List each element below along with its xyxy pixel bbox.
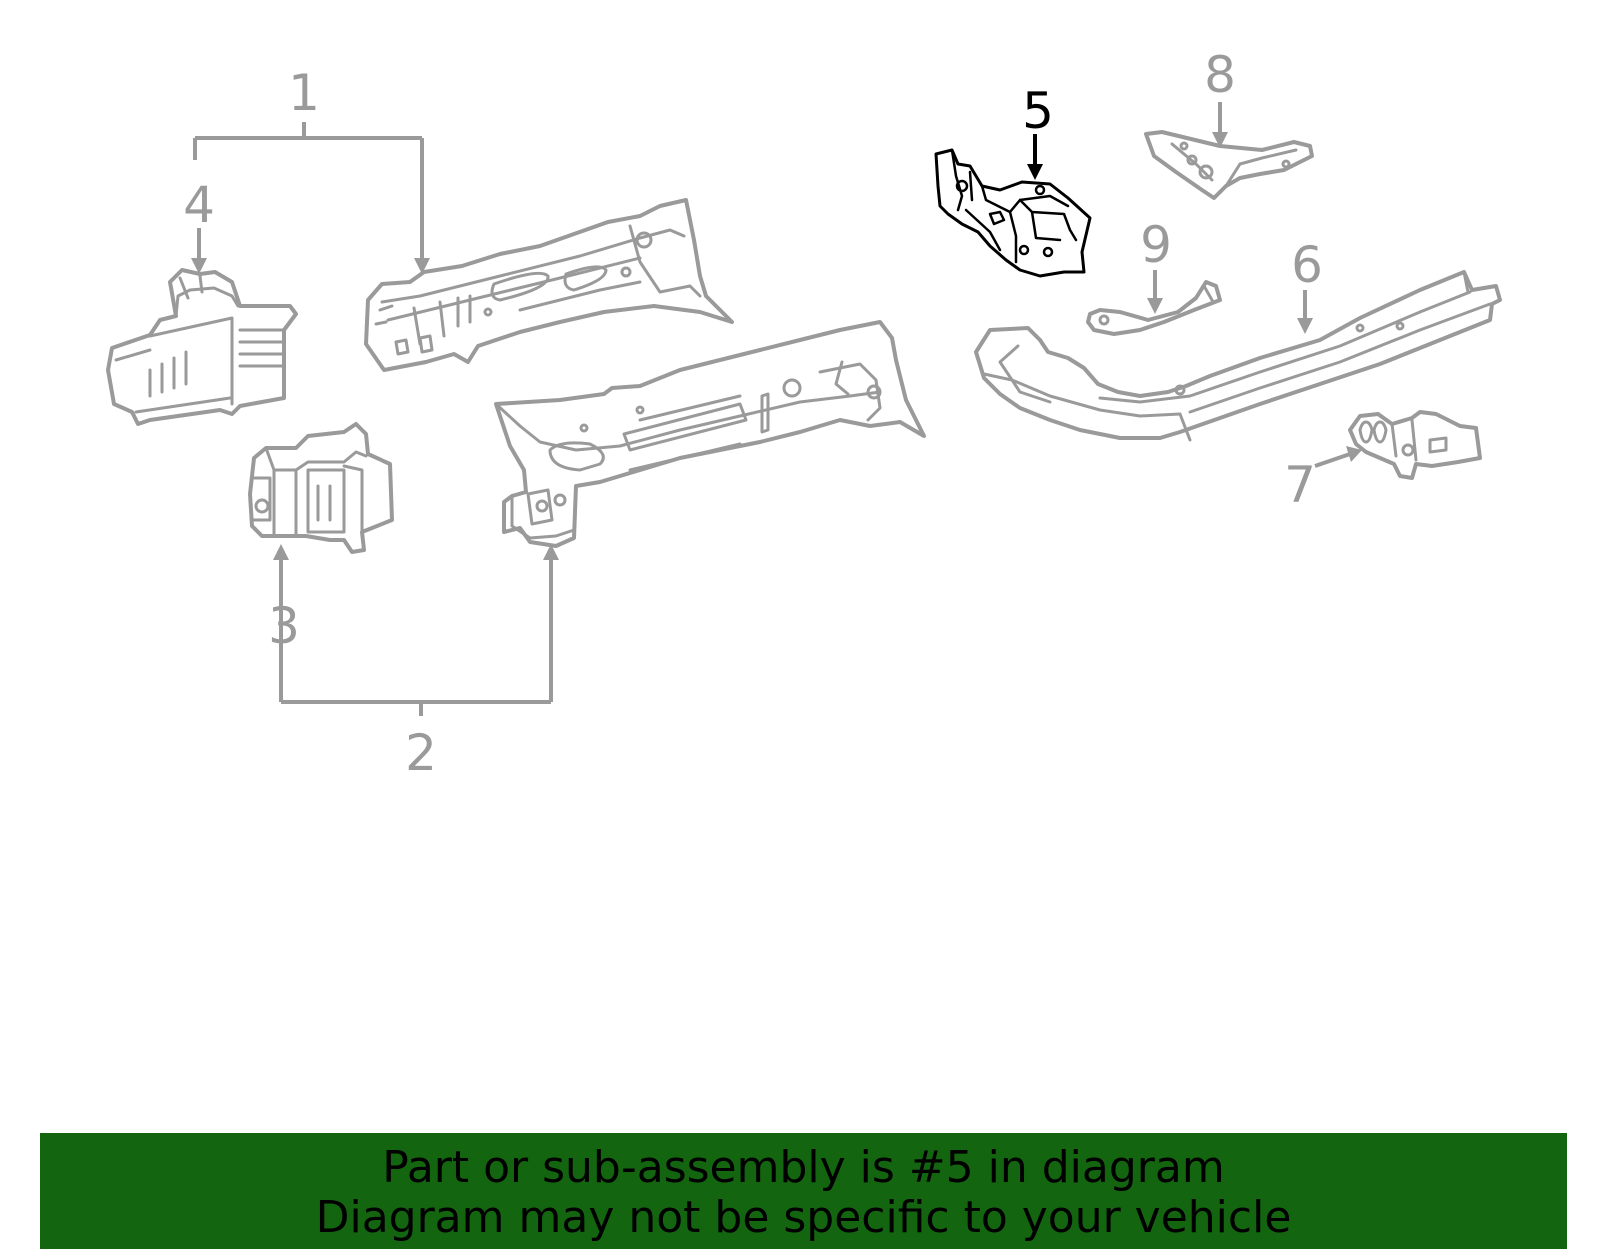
leader-5 [1027,134,1043,180]
part-1-side-member [364,198,734,372]
banner-background [40,1133,1567,1249]
leader-6 [1297,290,1313,334]
callout-8: 8 [1204,46,1236,104]
banner-line-1: Part or sub-assembly is #5 in diagram [382,1142,1225,1193]
part-7-gusset [1348,410,1482,480]
banner-line-2: Diagram may not be specific to your vehi… [315,1192,1292,1243]
part-8-bracket [1144,130,1314,200]
part-5-highlighted-bracket [934,148,1092,278]
callout-2: 2 [405,724,437,782]
leader-4 [191,228,207,274]
part-9-brace [1086,280,1222,336]
leader-7 [1314,446,1362,468]
part-3-bracket [248,422,394,554]
leader-8 [1212,102,1228,148]
part-2-side-member [494,320,926,548]
callout-4: 4 [183,176,215,234]
callout-7: 7 [1284,456,1316,514]
callout-5: 5 [1022,82,1054,140]
callout-9: 9 [1140,216,1172,274]
callout-3: 3 [268,597,300,655]
leader-2 [273,544,559,716]
info-banner: Part or sub-assembly is #5 in diagram Di… [40,1133,1567,1249]
part-4-member-extension [106,268,298,426]
leader-1 [193,122,430,274]
leader-9 [1147,270,1163,314]
part-6-rail [974,270,1502,442]
callout-1: 1 [288,64,320,122]
callout-6: 6 [1291,236,1323,294]
